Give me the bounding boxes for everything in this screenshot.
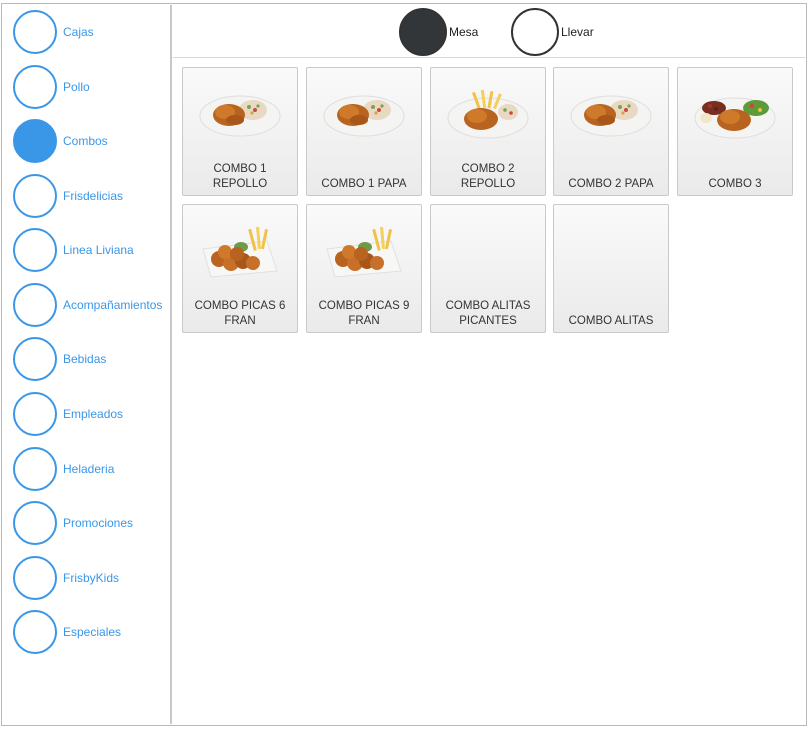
category-bebidas[interactable]: Bebidas [13,335,106,383]
product-combo-2-papa[interactable]: COMBO 2 PAPA [553,67,669,196]
category-cajas[interactable]: Cajas [13,8,94,56]
product-name: COMBO 2 REPOLLO [460,163,516,190]
chicken-coleslaw-plate-icon [568,82,654,142]
category-circle-icon [13,119,57,163]
category-pollo[interactable]: Pollo [13,63,90,111]
category-frisbykids[interactable]: FrisbyKids [13,554,119,602]
category-frisdelicias[interactable]: Frisdelicias [13,172,123,220]
category-label: FrisbyKids [63,571,120,585]
category-label: Cajas [63,25,94,39]
order-type-llevar-radio[interactable]: Llevar [511,8,594,56]
chicken-coleslaw-plate-icon [321,82,407,142]
category-label: Empleados [63,407,124,421]
product-name: COMBO 2 PAPA [568,178,654,190]
category-combos[interactable]: Combos [13,117,108,165]
product-name: COMBO 1 REPOLLO [212,163,268,190]
category-especiales[interactable]: Especiales [13,608,121,656]
chicken-fries-plate-icon [445,82,531,142]
category-label: Frisdelicias [63,189,124,203]
radio-empty-icon [511,8,559,56]
product-name: COMBO PICAS 6 FRAN [194,300,286,327]
category-circle-icon [13,337,57,381]
category-circle-icon [13,556,57,600]
category-acompanamientos[interactable]: Acompañamientos [13,281,162,329]
product-name: COMBO 3 [708,178,762,190]
product-combo-1-repollo[interactable]: COMBO 1 REPOLLO [182,67,298,196]
product-name: COMBO ALITAS PICANTES [445,300,531,327]
product-name: COMBO ALITAS [568,315,654,327]
category-linea-liviana[interactable]: Linea Liviana [13,226,134,274]
radio-label: Mesa [449,25,479,39]
category-circle-icon [13,501,57,545]
category-label: Linea Liviana [63,243,134,257]
category-circle-icon [13,447,57,491]
radio-filled-icon [399,8,447,56]
category-label: Heladeria [63,462,115,476]
product-combo-3[interactable]: COMBO 3 [677,67,793,196]
product-combo-alitas[interactable]: COMBO ALITAS [553,204,669,333]
category-empleados[interactable]: Empleados [13,390,123,438]
category-label: Promociones [63,516,134,530]
category-circle-icon [13,392,57,436]
product-name: COMBO PICAS 9 FRAN [318,300,410,327]
chicken-bites-fries-icon [321,219,407,279]
category-label: Bebidas [63,352,107,366]
category-circle-icon [13,610,57,654]
radio-label: Llevar [561,25,594,39]
category-promociones[interactable]: Promociones [13,499,133,547]
chicken-salad-plate-icon [692,82,778,142]
category-circle-icon [13,283,57,327]
category-circle-icon [13,228,57,272]
product-combo-2-repollo[interactable]: COMBO 2 REPOLLO [430,67,546,196]
category-label: Acompañamientos [63,298,163,312]
category-circle-icon [13,65,57,109]
product-combo-picas-6-fran[interactable]: COMBO PICAS 6 FRAN [182,204,298,333]
order-type-mesa-radio[interactable]: Mesa [399,8,478,56]
category-label: Pollo [63,80,90,94]
chicken-coleslaw-plate-icon [197,82,283,142]
order-type-bar: Mesa Llevar [173,5,805,58]
category-circle-icon [13,10,57,54]
product-combo-alitas-picantes[interactable]: COMBO ALITAS PICANTES [430,204,546,333]
category-sidebar: Cajas Pollo Combos Frisdelicias Linea Li… [3,5,172,724]
category-heladeria[interactable]: Heladeria [13,445,114,493]
category-label: Especiales [63,625,122,639]
product-combo-picas-9-fran[interactable]: COMBO PICAS 9 FRAN [306,204,422,333]
category-circle-icon [13,174,57,218]
chicken-bites-fries-icon [197,219,283,279]
product-name: COMBO 1 PAPA [321,178,407,190]
category-label: Combos [63,134,108,148]
product-combo-1-papa[interactable]: COMBO 1 PAPA [306,67,422,196]
